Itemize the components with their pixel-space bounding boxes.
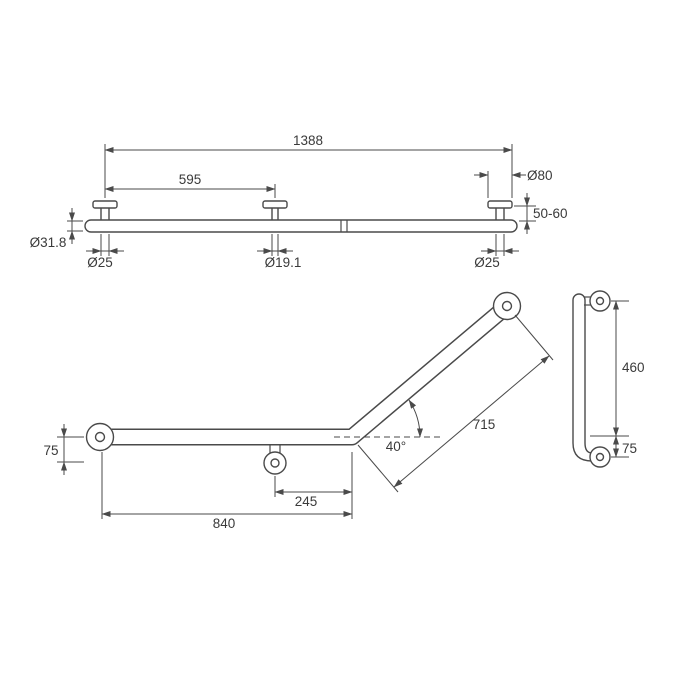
dim-right-post-diameter-group: Ø25 [474, 234, 519, 270]
dim-center-post-diameter: Ø19.1 [265, 255, 302, 270]
dim-rail-diameter-group: Ø31.8 [30, 208, 83, 250]
dim-mount-to-bend: 245 [295, 494, 318, 509]
plan-view: 75 40° 715 245 [43, 291, 554, 531]
dim-flange-diameter: Ø80 [527, 168, 553, 183]
dim-rail-to-mount-offset: 75 [43, 443, 58, 458]
dim-mount-to-bend-group: 245 [274, 452, 353, 519]
dim-mount-standoff-group: 50-60 [514, 193, 568, 234]
dim-vertical-rise-group: 460 75 [590, 300, 645, 458]
dim-straight-length: 840 [213, 516, 236, 531]
dim-angled-length: 715 [473, 417, 496, 432]
dim-mount-standoff: 50-60 [533, 206, 568, 221]
dim-vertical-rise: 460 [622, 360, 645, 375]
dim-bend-angle: 40° [386, 439, 406, 454]
top-view: 1388 595 Ø80 50-60 Ø31.8 [30, 133, 568, 270]
dim-overall-length-group: 1388 [104, 133, 513, 198]
dim-right-post-diameter: Ø25 [474, 255, 500, 270]
wall-mount-left [92, 200, 118, 222]
side-view: 460 75 [572, 290, 645, 468]
rail-tube-side-view [572, 293, 593, 462]
wall-mount-right [487, 200, 513, 222]
dim-left-to-center-mount-group: 595 [104, 172, 276, 198]
dim-flange-diameter-group: Ø80 [474, 168, 553, 198]
dim-overall-length: 1388 [293, 133, 323, 148]
dim-straight-length-group: 840 [101, 452, 353, 531]
dim-center-post-diameter-group: Ø19.1 [257, 234, 301, 270]
dim-left-post-diameter-group: Ø25 [86, 234, 124, 270]
dim-rail-to-mount-offset-group: 75 [43, 424, 84, 475]
dim-angled-length-group: 715 [357, 314, 554, 493]
dim-left-post-diameter: Ø25 [87, 255, 113, 270]
rail-tube-top-view [84, 219, 518, 233]
wall-mount-center [262, 200, 288, 222]
dim-lower-offset: 75 [622, 441, 637, 456]
dim-rail-diameter: Ø31.8 [30, 235, 67, 250]
dim-left-to-center-mount: 595 [179, 172, 202, 187]
grab-rail-plan-outline [101, 303, 509, 446]
